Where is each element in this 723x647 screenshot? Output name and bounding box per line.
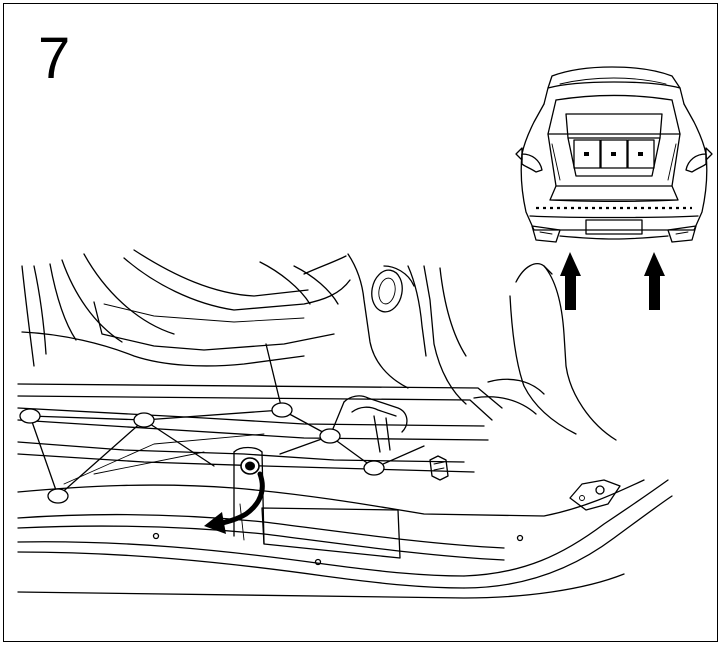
lattice-node [19,408,41,424]
fastener-screw-icon [240,457,260,475]
lift-point-arrow-left-icon [560,252,581,310]
lattice-node [363,460,385,476]
remove-arrow-icon [204,471,265,534]
lattice-node [319,428,341,444]
lattice-node [271,402,293,418]
step-number: 7 [38,26,71,91]
instruction-panel: 7 [3,3,718,642]
lattice-node [133,412,155,428]
lattice-node [47,488,69,504]
underbody-panel [17,249,673,599]
instruction-illustration [17,66,713,599]
vehicle-rear-inset [515,66,713,243]
lift-point-arrow-right-icon [644,252,665,310]
